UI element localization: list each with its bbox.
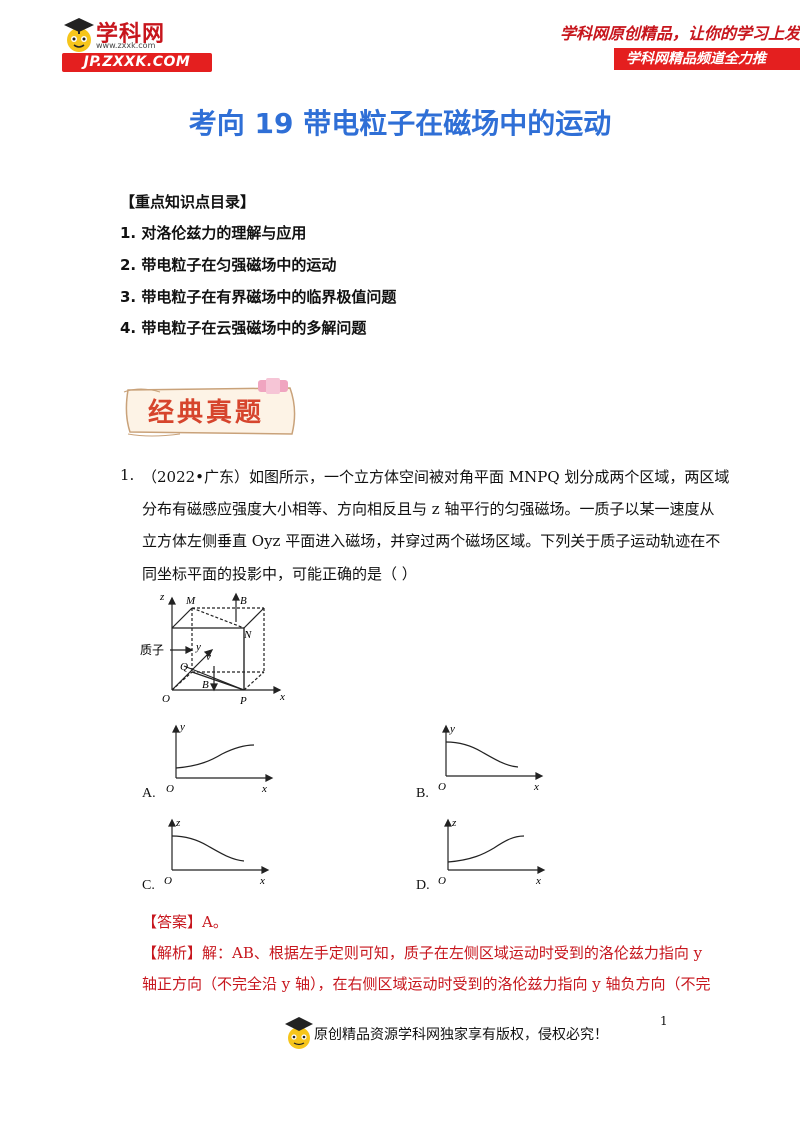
axis-label: O [164, 875, 172, 887]
option-label-a[interactable]: A. [142, 786, 156, 801]
question-number: 1. [120, 466, 135, 484]
axis-label: O [438, 781, 446, 793]
fig-label: 质子 [140, 643, 164, 657]
axis-label: x [259, 875, 265, 887]
fig-label: O [162, 693, 170, 705]
fig-label: x [279, 691, 285, 703]
axis-label: z [175, 817, 181, 829]
question-line: 同坐标平面的投影中，可能正确的是（ ） [142, 565, 417, 583]
option-c-graph: z x O [164, 817, 270, 887]
option-d-graph: z x O [438, 817, 546, 887]
question-line: 分布有磁感应强度大小相等、方向相反且与 z 轴平行的匀强磁场。一质子以某一速度从 [142, 500, 715, 518]
fig-label: P [239, 695, 247, 707]
section-banner-frame [123, 378, 296, 437]
fig-label: Q [180, 661, 188, 673]
axis-label: O [166, 783, 174, 795]
fig-label: M [185, 595, 196, 607]
toc-item: 4. 带电粒子在云强磁场中的多解问题 [120, 319, 367, 337]
fig-label: z [159, 591, 165, 603]
toc-item: 1. 对洛伦兹力的理解与应用 [120, 224, 307, 242]
axis-label: y [179, 721, 185, 733]
option-label-d[interactable]: D. [416, 878, 430, 893]
cube-figure: z M B N 质子 y Q v B O P x [140, 591, 285, 707]
fig-label: N [243, 629, 252, 641]
page-title: 考向 19 带电粒子在磁场中的运动 [188, 107, 612, 140]
page-number: 1 [660, 1014, 668, 1028]
fig-label: y [195, 641, 201, 653]
analysis-line: 【解析】解：AB、根据左手定则可知，质子在左侧区域运动时受到的洛伦兹力指向 y [142, 944, 703, 962]
question-line: （2022•广东）如图所示，一个立方体空间被对角平面 MNPQ 划分成两个区域，… [142, 468, 730, 486]
axis-label: y [449, 723, 455, 735]
axis-label: O [438, 875, 446, 887]
fig-label: B [240, 595, 247, 607]
option-label-b[interactable]: B. [416, 786, 429, 801]
slogan-bar: 学科网精品频道全力推 [614, 48, 800, 70]
axis-label: z [451, 817, 457, 829]
option-label-c[interactable]: C. [142, 878, 155, 893]
footer-mascot-icon [285, 1017, 313, 1049]
footer-copyright: 原创精品资源学科网独家享有版权，侵权必究！ [314, 1027, 608, 1043]
logo-bar-text: JP.ZXXK.COM [83, 54, 191, 70]
axis-label: x [261, 783, 267, 795]
analysis-line: 轴正方向（不完全沿 y 轴），在右侧区域运动时受到的洛伦兹力指向 y 轴负方向（… [142, 975, 711, 993]
option-a-graph: y x O [166, 721, 274, 795]
toc-item: 3. 带电粒子在有界磁场中的临界极值问题 [120, 288, 397, 306]
logo-mascot-icon [64, 18, 94, 52]
logo-text: 学科网 [96, 22, 166, 47]
slogan-bar-text: 学科网精品频道全力推 [626, 51, 766, 67]
fig-label: B [202, 679, 209, 691]
question-line: 立方体左侧垂直 Oyz 平面进入磁场，并穿过两个磁场区域。下列关于质子运动轨迹在… [142, 532, 721, 550]
logo-bar: JP.ZXXK.COM [62, 53, 212, 72]
fig-label: v [206, 651, 211, 663]
logo-url: www.zxxk.com [96, 41, 156, 50]
answer: 【答案】A。 [142, 913, 228, 931]
axis-label: x [535, 875, 541, 887]
section-banner-title: 经典真题 [148, 398, 265, 428]
axis-label: x [533, 781, 539, 793]
toc-item: 2. 带电粒子在匀强磁场中的运动 [120, 256, 337, 274]
option-b-graph: y x O [438, 723, 544, 793]
slogan: 学科网原创精品，让你的学习上发 [560, 24, 800, 43]
toc-heading: 【重点知识点目录】 [120, 193, 256, 211]
